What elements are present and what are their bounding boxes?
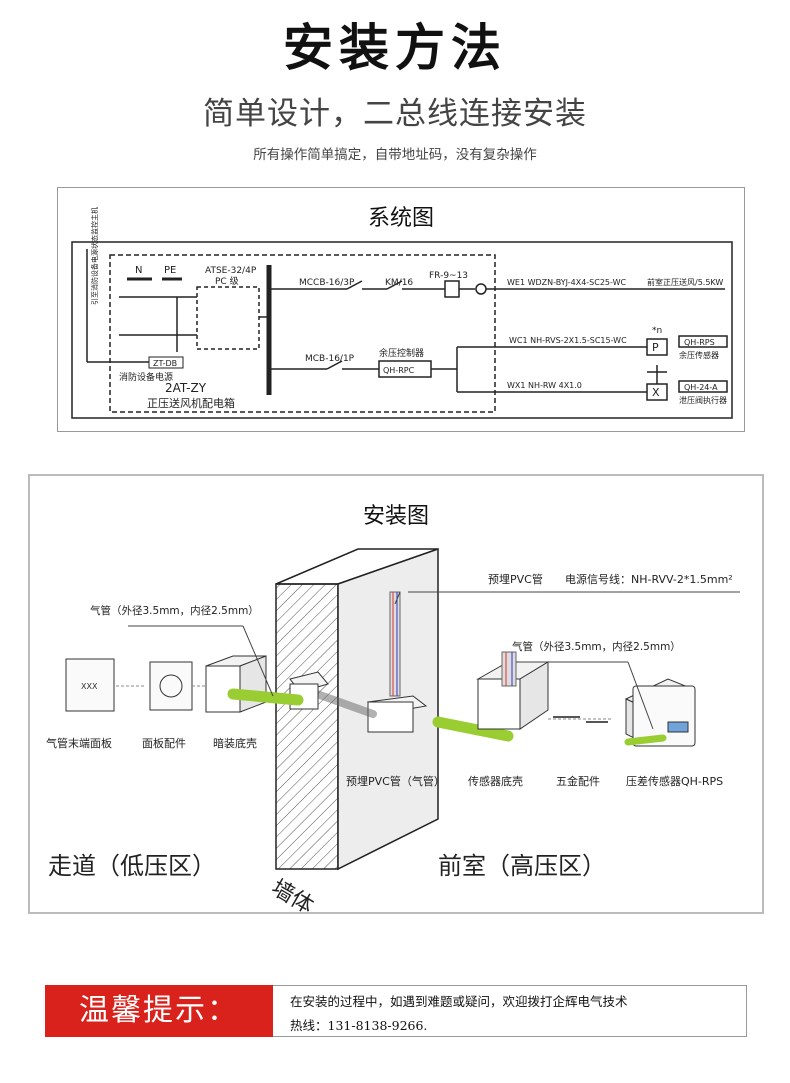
airpipe-right-label: 气管（外径3.5mm，内径2.5mm）	[512, 640, 681, 653]
tip-label: 温馨提示：	[45, 985, 273, 1037]
actuator-label: 泄压阀执行器	[679, 395, 727, 405]
hardware-label: 五金配件	[556, 774, 600, 788]
panel-end-label: 气管末端面板	[46, 736, 112, 750]
km-label: KM/16	[385, 278, 413, 288]
hidden-box-label: 暗装底壳	[213, 736, 257, 750]
power-label: 消防设备电源	[119, 371, 173, 383]
corridor-label: 走道（低压区）	[48, 852, 216, 880]
sensor-label: 余压传感器	[679, 350, 719, 360]
qhrps-label: QH-RPS	[684, 338, 715, 347]
qh24-label: QH-24-A	[684, 383, 718, 392]
n-label: N	[135, 265, 142, 276]
pn-symbol: *n	[652, 326, 662, 336]
wc1-label: WC1 NH-RVS-2X1.5-SC15-WC	[509, 336, 627, 345]
panel-marks: XXX	[81, 682, 98, 691]
gas-pipe-right	[432, 716, 514, 742]
monitor-label: 引至消防设备电源状态监控主机	[90, 207, 99, 305]
system-diagram-panel	[57, 187, 745, 432]
pvc-vertical-pipe	[389, 591, 401, 697]
page-subtitle: 简单设计，二总线连接安装	[203, 96, 587, 132]
pe-label: PE	[164, 265, 176, 276]
box-name: 正压送风机配电箱	[147, 396, 235, 410]
atse-label: ATSE-32/4P	[205, 266, 257, 276]
install-diagram-panel	[28, 474, 764, 914]
pc-label: PC 级	[215, 275, 239, 287]
front-room-label: 前室（高压区）	[438, 852, 606, 880]
install-diagram: XXX 预埋PVC管 电源信号线：NH-RVV-2*1.5mm² 气管（外径3.…	[46, 547, 740, 914]
page-tagline: 所有操作简单搞定，自带地址码，没有复杂操作	[253, 147, 537, 163]
mcb-label: MCB-16/1P	[305, 354, 355, 364]
hardware-screws	[553, 716, 608, 723]
x-symbol: X	[652, 386, 660, 399]
p-symbol: P	[652, 341, 659, 354]
install-diagram-title: 安装图	[362, 504, 429, 529]
tip-text-line2: 热线：131-8138-9266.	[290, 1018, 428, 1033]
system-diagram-title: 系统图	[367, 206, 434, 231]
panel-fitting-label: 面板配件	[142, 736, 186, 750]
sensor-label: 压差传感器QH-RPS	[626, 774, 723, 788]
panel-fitting	[149, 661, 193, 711]
distribution-box	[109, 254, 496, 413]
wx1-label: WX1 NH-RW 4X1.0	[507, 381, 582, 390]
airpipe-left-label: 气管（外径3.5mm，内径2.5mm）	[90, 604, 259, 617]
system-outer-frame	[71, 241, 733, 419]
ztdb-label: ZT-DB	[153, 359, 177, 368]
we1-dest: 前室正压送风/5.5KW	[647, 277, 723, 287]
pvc-gas-label: 预埋PVC管（气管）	[346, 774, 445, 788]
gas-pipe-left	[227, 688, 304, 706]
controller-label: 余压控制器	[379, 347, 424, 359]
we1-label: WE1 WDZN-BYJ-4X4-SC25-WC	[507, 278, 626, 287]
system-diagram: 引至消防设备电源状态监控主机 N PE ATSE-32/4P PC 级 ZT-D…	[71, 207, 733, 419]
qhrpc-label: QH-RPC	[383, 366, 415, 375]
wall-label: 墙体	[267, 876, 318, 914]
sensor-box-label: 传感器底壳	[468, 774, 523, 788]
end-panel	[65, 658, 115, 712]
fr-label: FR-9~13	[429, 271, 468, 281]
tip-text-line1: 在安装的过程中，如遇到难题或疑问，欢迎拨打企辉电气技术	[290, 994, 628, 1009]
pvc-top-label: 预埋PVC管	[488, 572, 543, 586]
mccb-label: MCCB-16/3P	[299, 278, 355, 288]
box-code: 2AT-ZY	[165, 381, 207, 395]
page-title: 安装方法	[283, 18, 507, 77]
signal-line-label: 电源信号线：NH-RVV-2*1.5mm²	[565, 572, 733, 586]
